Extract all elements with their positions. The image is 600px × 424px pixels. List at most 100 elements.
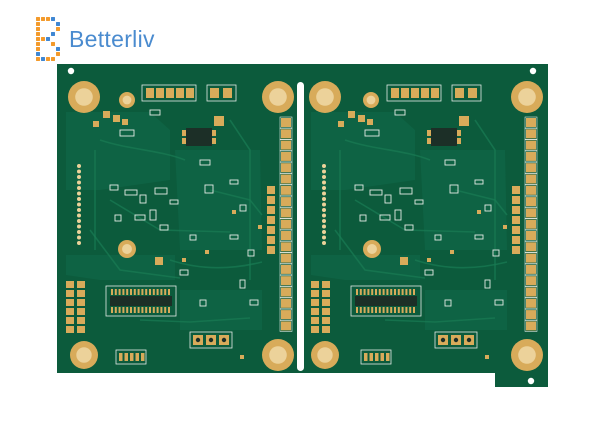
- silkscreen-outline: [524, 128, 538, 140]
- smd-pad: [122, 119, 128, 125]
- header-pad: [210, 88, 219, 98]
- edge-pad: [281, 298, 291, 308]
- silkscreen-marking: [199, 299, 207, 307]
- via: [77, 169, 81, 174]
- silkscreen-marking: [484, 279, 491, 289]
- edge-pad: [281, 219, 291, 229]
- fpc-pin: [111, 307, 113, 313]
- fpc-pin: [356, 289, 358, 295]
- edge-pad: [281, 287, 291, 297]
- edge-pad: [267, 186, 275, 194]
- header-pad: [176, 88, 184, 98]
- edge-pad: [512, 216, 520, 224]
- header-pad: [77, 317, 85, 324]
- copper-pour: [180, 290, 262, 330]
- header-pad: [411, 88, 419, 98]
- ic-terminal: [427, 130, 431, 136]
- silkscreen-marking: [239, 279, 246, 289]
- silkscreen-marking: [484, 204, 492, 212]
- via: [322, 202, 326, 207]
- copper-pour: [311, 112, 415, 190]
- pcb-trace: [334, 229, 426, 279]
- via: [322, 186, 326, 190]
- connector-hole: [208, 337, 214, 343]
- connector-hole: [221, 337, 227, 343]
- ic-terminal: [182, 138, 186, 144]
- pcb-trace: [384, 317, 496, 323]
- fpc-pin: [133, 289, 136, 295]
- header-pad: [66, 326, 74, 333]
- logo-dot: [51, 17, 55, 21]
- fpc-pin: [137, 307, 140, 313]
- edge-pad: [267, 226, 275, 234]
- smd-pad: [258, 225, 262, 229]
- via: [77, 241, 81, 245]
- ic-chip: [431, 128, 457, 146]
- connector-pin: [386, 353, 390, 361]
- silkscreen-marking: [114, 214, 122, 222]
- smd-pad: [103, 111, 110, 118]
- silkscreen-marking: [159, 224, 169, 231]
- header-pad: [77, 308, 85, 315]
- edge-pad: [526, 118, 536, 127]
- silkscreen-marking: [369, 189, 383, 196]
- connector-pin: [375, 353, 379, 361]
- header-pad: [322, 326, 330, 333]
- via: [77, 186, 81, 190]
- logo-dot: [36, 27, 40, 31]
- silkscreen-marking: [424, 269, 434, 276]
- header-pad: [311, 281, 319, 288]
- edge-pad: [281, 208, 291, 218]
- fpc-pin: [409, 307, 412, 313]
- silkscreen-marking: [239, 204, 247, 212]
- silkscreen-outline: [279, 150, 293, 163]
- smd-pad: [155, 257, 163, 265]
- silkscreen-marking: [394, 109, 406, 116]
- logo-dot: [36, 42, 40, 46]
- header-pad: [146, 88, 154, 98]
- logo-dot: [41, 37, 45, 41]
- logo-dot: [51, 32, 55, 36]
- fpc-pin: [118, 307, 121, 313]
- fpc-pin: [149, 289, 151, 295]
- silkscreen-outline: [524, 263, 538, 276]
- header-pad: [311, 308, 319, 315]
- header-pad: [77, 326, 85, 333]
- edge-pad: [526, 310, 536, 320]
- pcb-trace: [139, 317, 251, 323]
- smd-pad: [358, 115, 365, 122]
- fpc-pin: [397, 289, 400, 295]
- silkscreen-outline: [279, 320, 293, 332]
- silkscreen-outline: [279, 173, 293, 185]
- panel-separation-slot: [297, 82, 304, 371]
- silkscreen-outline: [524, 241, 538, 253]
- edge-pad: [526, 185, 536, 195]
- edge-pad: [526, 298, 536, 308]
- header-pad: [77, 290, 85, 297]
- silkscreen-marking: [139, 194, 147, 204]
- fpc-pin: [164, 307, 167, 313]
- silkscreen-marking: [359, 214, 367, 222]
- silkscreen-marking: [474, 234, 484, 240]
- fpc-pin: [168, 289, 170, 295]
- fpc-pin: [382, 307, 385, 313]
- edge-pad: [526, 151, 536, 161]
- smd-pad: [485, 355, 489, 359]
- fpc-pin: [371, 289, 374, 295]
- pcb-trace: [89, 229, 181, 279]
- logo-dot: [56, 27, 60, 31]
- logo-dot: [46, 57, 50, 61]
- logo-dot: [36, 52, 40, 56]
- logo-dot: [36, 32, 40, 36]
- silkscreen-outline: [279, 116, 293, 129]
- header-pad: [391, 88, 399, 98]
- fpc-pin: [149, 307, 151, 313]
- edge-pad: [526, 231, 536, 240]
- header-pad: [455, 88, 464, 98]
- silkscreen-marking: [384, 194, 392, 204]
- silkscreen-marking: [379, 214, 391, 221]
- silkscreen-outline: [524, 320, 538, 332]
- fpc-pin: [130, 307, 132, 313]
- pcb-trace: [414, 259, 508, 269]
- fpc-pin: [122, 289, 125, 295]
